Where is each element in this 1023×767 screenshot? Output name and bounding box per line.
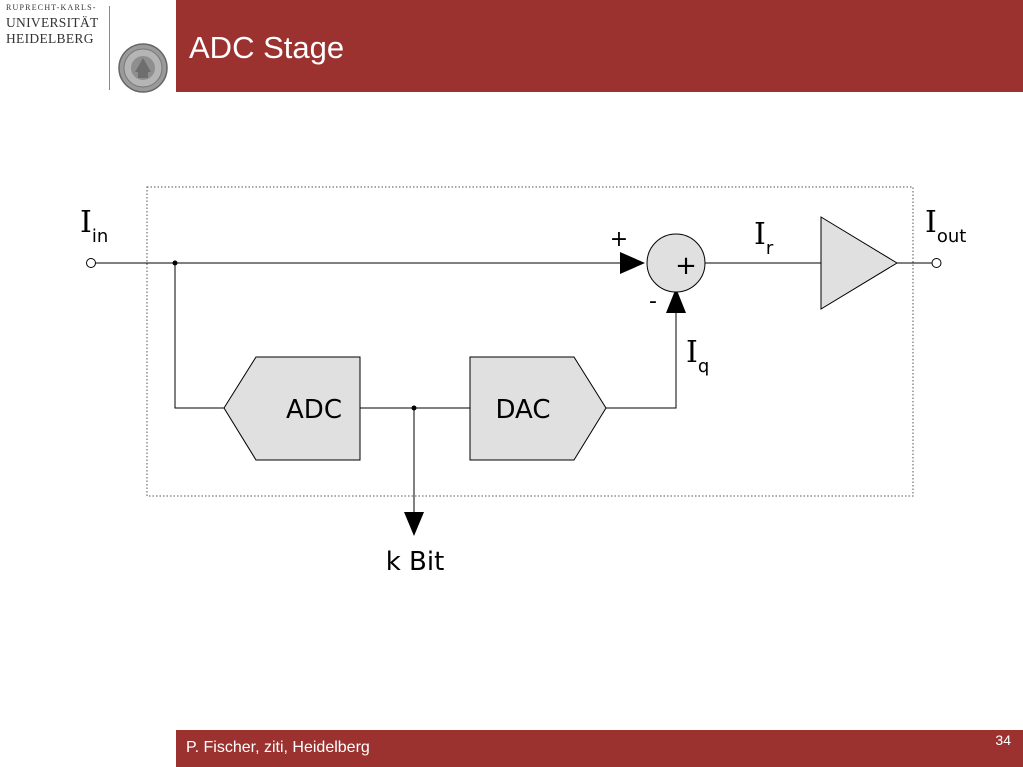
page-title: ADC Stage bbox=[189, 30, 345, 65]
plus-sign-label: + bbox=[610, 227, 628, 252]
logo-line-2: UNIVERSITÄT bbox=[6, 15, 99, 30]
residual-current-main: I bbox=[754, 217, 766, 252]
dac-to-summer-wire bbox=[606, 313, 677, 409]
k-bit-label: k Bit bbox=[386, 547, 445, 577]
minus-sign-label: - bbox=[649, 289, 657, 314]
page-number: 34 bbox=[995, 732, 1011, 748]
output-terminal bbox=[931, 258, 942, 268]
university-name: RUPRECHT-KARLS- UNIVERSITÄT HEIDELBERG bbox=[6, 4, 99, 47]
input-current-sub: in bbox=[92, 226, 108, 247]
input-current-main: I bbox=[80, 205, 92, 240]
residual-current-label: Ir bbox=[754, 217, 774, 259]
quantized-current-label: Iq bbox=[686, 335, 709, 377]
summing-node-symbol: + bbox=[675, 251, 697, 281]
footer-bar: P. Fischer, ziti, Heidelberg 34 bbox=[176, 730, 1023, 767]
university-seal-icon bbox=[118, 43, 168, 93]
footer-author: P. Fischer, ziti, Heidelberg bbox=[186, 739, 370, 756]
logo-line-3: HEIDELBERG bbox=[6, 30, 94, 46]
logo-line-1: RUPRECHT-KARLS- bbox=[6, 3, 97, 12]
plus-input-arrow bbox=[620, 252, 645, 274]
adc-label: ADC bbox=[286, 395, 342, 425]
output-current-label: Iout bbox=[925, 205, 966, 247]
output-current-sub: out bbox=[937, 226, 966, 247]
quantized-current-main: I bbox=[686, 335, 698, 370]
output-current-main: I bbox=[925, 205, 937, 240]
amplifier-block bbox=[820, 216, 898, 310]
logo-divider bbox=[109, 6, 110, 90]
stage-boundary bbox=[146, 186, 914, 497]
dac-label: DAC bbox=[495, 395, 550, 425]
dac-block bbox=[469, 356, 607, 461]
input-terminal bbox=[86, 258, 96, 268]
residual-current-sub: r bbox=[766, 238, 774, 259]
header-bar: ADC Stage bbox=[176, 0, 1023, 92]
quantized-current-sub: q bbox=[698, 356, 709, 377]
branch-wire-to-adc bbox=[174, 263, 224, 409]
digital-output-arrow bbox=[404, 512, 424, 536]
university-logo: RUPRECHT-KARLS- UNIVERSITÄT HEIDELBERG bbox=[0, 0, 176, 93]
input-current-label: Iin bbox=[80, 205, 108, 247]
minus-input-arrow bbox=[666, 288, 686, 313]
